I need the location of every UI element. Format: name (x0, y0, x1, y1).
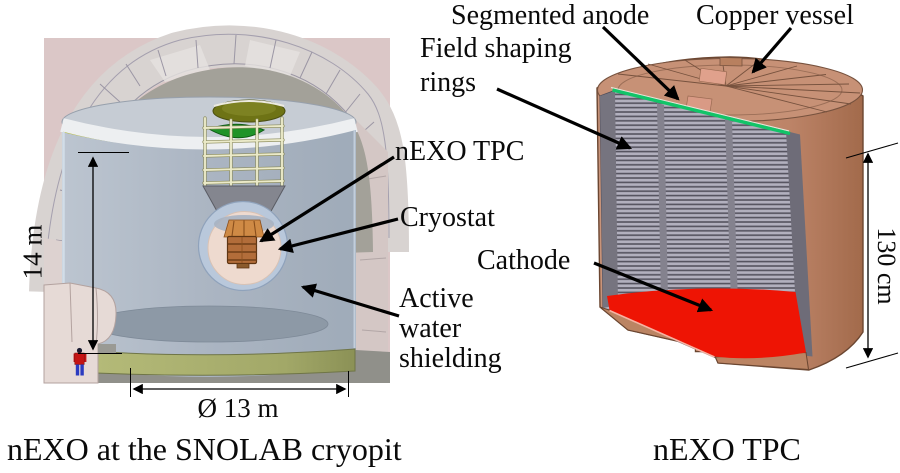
cathode-disk (607, 288, 806, 359)
cryostat-sphere (197, 200, 289, 292)
anode-edge-highlight (610, 86, 790, 132)
rings-mid-column-1 (657, 103, 668, 299)
arrow-copper-vessel (751, 26, 793, 74)
rings-mid-column-2 (725, 119, 738, 303)
arrow-cathode (593, 261, 714, 313)
tank-rim (60, 118, 358, 151)
tank-inner-floor (89, 305, 329, 343)
cathode-rim-highlight (609, 309, 715, 358)
arrow-active-water-shielding (300, 283, 400, 318)
label-cryostat: Cryostat (400, 202, 495, 233)
label-cathode: Cathode (477, 245, 571, 276)
human-figure (73, 347, 87, 376)
label-nexo-tpc: nEXO TPC (395, 136, 525, 167)
label-field-shaping-rings: Field shaping rings (420, 33, 572, 99)
cryopit-render (29, 25, 409, 384)
label-segmented-anode: Segmented anode (451, 0, 650, 31)
tpc-render (596, 56, 864, 371)
rings-left-column (600, 91, 618, 308)
rings-right-column (786, 131, 813, 357)
truss-frame (203, 117, 284, 187)
caption-right: nEXO TPC (653, 431, 801, 467)
annotation-arrows (259, 25, 793, 318)
label-copper-vessel: Copper vessel (696, 0, 854, 31)
label-active-water-shielding: Active water shielding (399, 283, 502, 374)
caption-left: nEXO at the SNOLAB cryopit (7, 431, 402, 467)
dimension-14m: 14 m (17, 224, 48, 280)
segmented-anode-line (612, 88, 791, 136)
tank-base-ring (73, 348, 356, 376)
arrow-cryostat (277, 217, 399, 254)
arrow-nexo-tpc (259, 155, 395, 243)
deck-olive-inner (222, 101, 276, 116)
dimension-130cm: 130 cm (872, 227, 900, 305)
arrow-field-shaping-rings (496, 87, 633, 150)
dimension-13m: Ø 13 m (197, 393, 279, 423)
dimension-lines (78, 142, 899, 397)
arrow-segmented-anode (601, 25, 680, 101)
